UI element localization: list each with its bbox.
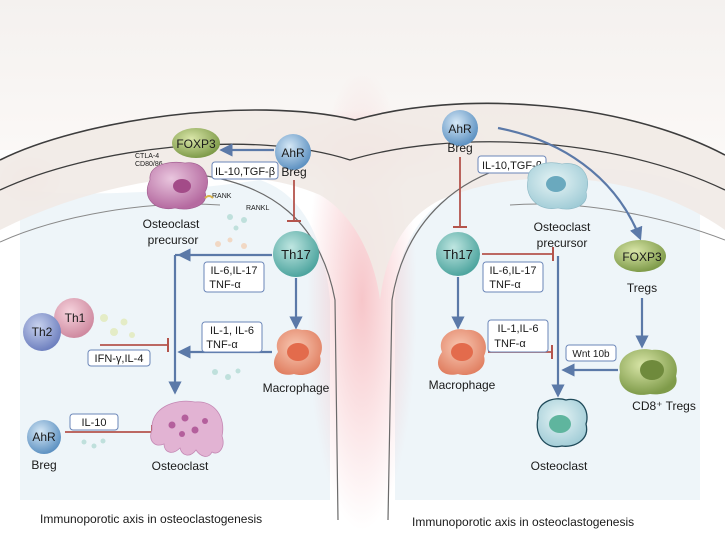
il10-box [69, 413, 119, 431]
macrophage-label-right: Macrophage [429, 378, 496, 392]
th2-label: Th2 [32, 325, 53, 339]
ahr-breg-cell-bottom [27, 420, 61, 454]
il10-label: IL-10 [81, 417, 106, 429]
il1-il6-box-left [201, 321, 263, 353]
wnt10b-label: Wnt 10b [572, 349, 610, 360]
osteoclast-label-left: Osteoclast [152, 459, 209, 473]
breg-label-left: Breg [281, 165, 306, 179]
th17-cell-left [273, 231, 319, 277]
caption-left: Immunoporotic axis in osteoclastogenesis [40, 512, 262, 526]
il6-il17-label-right: IL-6,IL-17 [489, 265, 536, 277]
tnfa-label-left-1: TNF-α [209, 279, 241, 291]
tnfa-label-left-2: TNF-α [206, 339, 238, 351]
il1-il6-label-left: IL-1, IL-6 [210, 325, 254, 337]
th2-cell [23, 313, 61, 351]
ahr-label-right: AhR [448, 122, 472, 136]
th1-label: Th1 [65, 311, 86, 325]
macrophage-label-left: Macrophage [263, 381, 330, 395]
foxp3-label-left: FOXP3 [176, 137, 216, 151]
rank-label: RANK [212, 193, 232, 200]
ahr-breg-cell-right [442, 110, 478, 146]
breg-label-bottom: Breg [31, 458, 56, 472]
ifn-il4-label: IFN-γ,IL-4 [95, 353, 144, 365]
il1-il6-label-right: IL-1,IL-6 [498, 323, 539, 335]
osteoclast-precursor-label-left-2: precursor [148, 233, 199, 247]
wnt10b-box [565, 344, 617, 362]
breg-label-right: Breg [447, 141, 472, 155]
arrow-breg-to-foxp3-right [497, 126, 643, 241]
osteoclast-precursor-label-left-1: Osteoclast [143, 217, 200, 231]
rankl-label: RANKL [246, 205, 269, 212]
il1-il6-box-right [487, 319, 549, 353]
cd80-label: CD80/86 [135, 161, 163, 168]
il10-tgfb-label-right: IL-10,TGF-β [482, 160, 542, 172]
th17-cell-right [436, 232, 480, 276]
ahr-breg-cell-left [275, 134, 311, 170]
osteoclast-precursor-label-right-1: Osteoclast [534, 220, 591, 234]
ahr-label-left: AhR [281, 146, 305, 160]
tnfa-label-right-2: TNF-α [494, 338, 526, 350]
il10-tgfb-label-left: IL-10,TGF-β [215, 166, 275, 178]
osteoclast-label-right: Osteoclast [531, 459, 588, 473]
ifn-il4-box [87, 349, 151, 367]
foxp3-cell-left [172, 128, 220, 158]
cd8-tregs-label: CD8⁺ Tregs [632, 399, 696, 413]
tregs-label: Tregs [627, 281, 657, 295]
caption-right: Immunoporotic axis in osteoclastogenesis [412, 515, 634, 529]
foxp3-label-right: FOXP3 [622, 250, 662, 264]
ctla4-label: CTLA-4 [135, 153, 159, 160]
ahr-label-bottom: AhR [32, 430, 56, 444]
il6-il17-label-left: IL-6,IL-17 [210, 265, 257, 277]
th1-cell [54, 298, 94, 338]
th17-label-left: Th17 [281, 247, 311, 262]
th17-label-right: Th17 [443, 247, 473, 262]
tnfa-label-right-1: TNF-α [489, 279, 521, 291]
foxp3-cell-right [614, 240, 666, 272]
osteoclast-cell-left [150, 400, 224, 457]
il10-tgfb-box-left [211, 161, 279, 180]
osteoclast-precursor-label-right-2: precursor [537, 236, 588, 250]
il6-il17-box-right [482, 261, 544, 293]
il6-il17-box-left [203, 261, 265, 293]
